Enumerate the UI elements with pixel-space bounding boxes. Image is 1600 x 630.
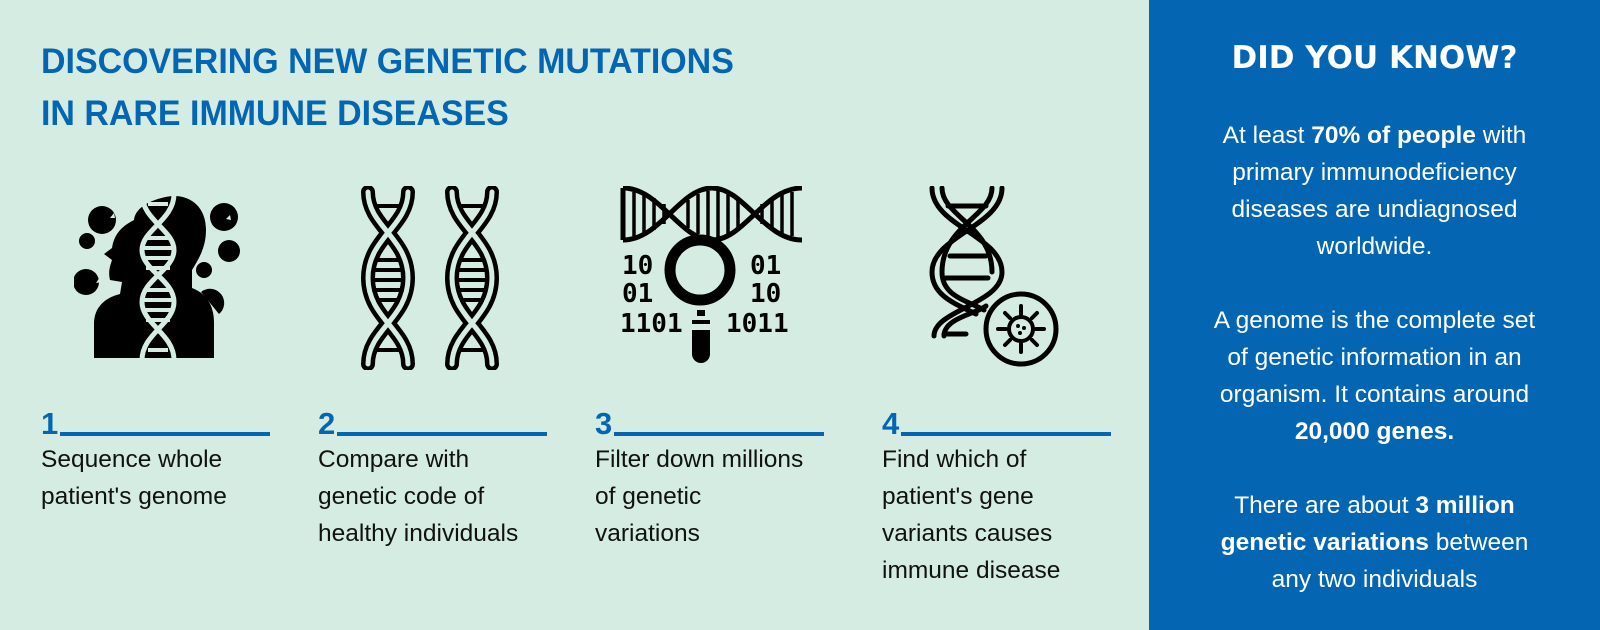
svg-text:01: 01 [622,279,653,309]
step-1: 1 Sequence whole patient's genome [41,405,281,515]
step-number: 3 [595,406,613,441]
fact-genome: A genome is the complete set of genetic … [1213,307,1536,445]
svg-text:10: 10 [750,279,781,309]
step-divider [60,432,271,436]
title-line-1: DISCOVERING NEW GENETIC MUTATIONS [41,42,734,81]
step-2: 2 Compare with genetic code of healthy i… [318,405,558,552]
step-description: Compare with genetic code of healthy ind… [318,446,519,547]
panel-title: DID YOU KNOW? [1231,40,1518,76]
binary-left-1: 10 [622,251,653,281]
dna-virus-icon [926,186,1066,370]
main-content: DISCOVERING NEW GENETIC MUTATIONS IN RAR… [41,36,1122,589]
step-4: 4 Find which of patient's gene variants … [882,405,1122,589]
step-divider [614,432,825,436]
svg-text:1101: 1101 [620,309,683,339]
page-title: DISCOVERING NEW GENETIC MUTATIONS IN RAR… [41,36,734,140]
step-3: 3 Filter down millions of genetic variat… [595,405,835,552]
step-description: Filter down millions of genetic variatio… [595,446,804,547]
step-number: 1 [41,406,59,441]
fact-variations: There are about 3 million genetic variat… [1220,492,1529,593]
step-divider [337,432,548,436]
step-number: 4 [882,406,900,441]
svg-text:1011: 1011 [726,309,789,339]
two-dna-strands-icon [360,186,510,370]
person-dna-icon [74,190,246,362]
fact-undiagnosed: At least 70% of people with primary immu… [1222,122,1527,260]
did-you-know-panel: DID YOU KNOW? At least 70% of people wit… [1149,0,1600,630]
step-divider [901,432,1112,436]
title-line-2: IN RARE IMMUNE DISEASES [41,94,509,133]
dna-magnifier-binary-icon: 10 01 1101 01 10 1011 [620,186,806,370]
step-number: 2 [318,406,336,441]
step-description: Find which of patient's gene variants ca… [882,446,1061,584]
step-description: Sequence whole patient's genome [41,446,227,510]
svg-text:01: 01 [750,251,781,281]
